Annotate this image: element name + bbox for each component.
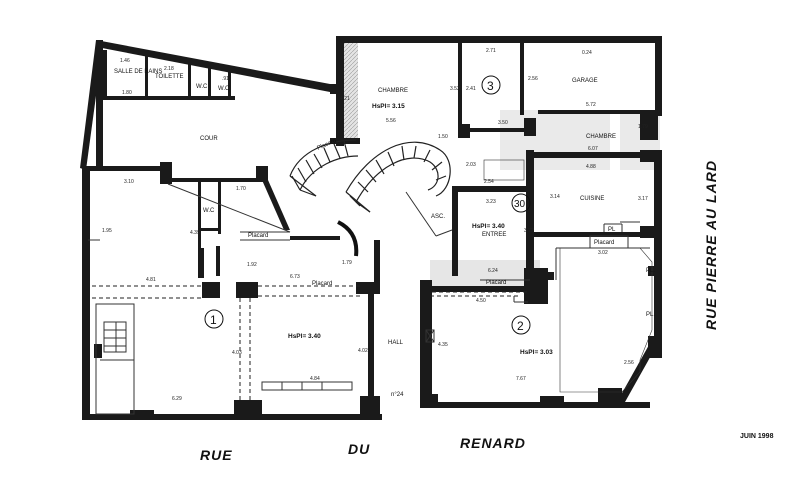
dim-34: 6.24 — [488, 268, 498, 274]
street-bottom-3: RENARD — [460, 435, 526, 451]
dim-17: 2.71 — [486, 48, 496, 54]
label-hall: HALL — [388, 340, 404, 346]
lot-numbers — [204, 75, 531, 335]
dim-22: 5.72 — [586, 102, 596, 108]
door-number: n°24 — [391, 392, 404, 398]
label-entree: ENTREE — [482, 232, 506, 238]
dim-38: 7.67 — [516, 376, 526, 382]
dim-41: 1.50 — [438, 134, 448, 140]
dim-29: 4.88 — [586, 164, 596, 170]
dim-36: 4.50 — [476, 298, 486, 304]
dim-11: 1.92 — [247, 262, 257, 268]
dim-24: 3.50 — [498, 120, 508, 126]
dim-15: 4.84 — [310, 376, 320, 382]
curved-wall — [337, 220, 359, 257]
lot-number-3: 3 — [487, 79, 494, 93]
label-placard-stairs: Placard — [316, 138, 337, 152]
label-pl-1: PL — [608, 227, 616, 233]
dim-30: 3.14 — [550, 194, 560, 200]
dim-37: 4.35 — [438, 342, 448, 348]
outer-walls — [80, 36, 662, 420]
dim-20: 2.56 — [528, 76, 538, 82]
street-bottom-1: RUE — [200, 447, 233, 463]
dim-25: 6.07 — [588, 146, 598, 152]
dim-19: 2.41 — [466, 86, 476, 92]
staircase-left — [289, 139, 359, 197]
lot-circle-2 — [511, 315, 531, 335]
dim-14: 6.29 — [172, 396, 182, 402]
plan-date: JUIN 1998 — [740, 433, 774, 440]
label-wc-3: W.C — [203, 208, 215, 214]
label-chambre-1: CHAMBRE — [378, 88, 408, 94]
dim-33: 3.72 — [524, 228, 534, 234]
label-garage: GARAGE — [572, 78, 598, 84]
beam-lines — [92, 285, 528, 400]
street-right: RUE PIERRE AU LARD — [703, 160, 719, 330]
label-pl-2: PL. — [646, 268, 655, 274]
dim-32: 3.23 — [486, 199, 496, 205]
lot-circle-1 — [204, 309, 224, 329]
staircase-center — [345, 141, 451, 213]
ceiling-heights: HsPl= 3.15 HsPl= 3.40 HsPl= 3.40 HsPl= 3… — [288, 103, 553, 356]
lot-circle-30 — [511, 193, 531, 213]
dim-9: 4.81 — [146, 277, 156, 283]
dim-8: 4.39 — [190, 230, 200, 236]
dimensions: 1.46 2.18 1.80 .91 3.10 1.70 1.95 4.39 4… — [102, 48, 648, 402]
label-chambre-2: CHAMBRE — [586, 134, 616, 140]
height-lot-2: HsPl= 3.03 — [520, 349, 553, 356]
dim-27: 2.03 — [466, 162, 476, 168]
label-placard-1: Placard — [248, 233, 268, 239]
dim-35: 3.02 — [598, 250, 608, 256]
dim-5: 3.10 — [124, 179, 134, 185]
label-placard-3: Placard — [486, 280, 506, 286]
dim-28: 2.54 — [484, 179, 494, 185]
lot-number-30: 30 — [514, 199, 526, 210]
thin-lines — [88, 159, 653, 415]
room-labels: SALLE DE BAINS TOILETTE W.C W.C W.C COUR… — [114, 69, 655, 346]
dim-40: 4.21 — [340, 96, 350, 102]
dim-3: 1.80 — [122, 90, 132, 96]
dim-13: 4.03 — [232, 350, 242, 356]
lot-number-text: 1 2 3 30 — [210, 79, 526, 333]
dim-21: 0.24 — [582, 50, 592, 56]
lot-number-1: 1 — [210, 313, 217, 327]
dim-2: 2.18 — [164, 66, 174, 72]
label-wc-2: W.C — [218, 86, 230, 92]
label-placard-2: Placard — [312, 281, 332, 287]
street-names: RUE DU RENARD RUE PIERRE AU LARD — [200, 160, 719, 463]
height-lot-1: HsPl= 3.40 — [288, 333, 321, 340]
interior-walls — [88, 36, 662, 418]
label-placard-4: Placard — [594, 240, 614, 246]
lot-number-2: 2 — [517, 319, 524, 333]
dim-6: 1.70 — [236, 186, 246, 192]
label-cour: COUR — [200, 136, 218, 142]
height-chambre: HsPl= 3.15 — [372, 103, 405, 110]
dim-12: 1.79 — [342, 260, 352, 266]
dim-10: 6.73 — [290, 274, 300, 280]
lot-circle-3 — [481, 75, 501, 95]
dim-31: 3.17 — [638, 196, 648, 202]
dim-23: 5.56 — [386, 118, 396, 124]
dim-1: 1.46 — [120, 58, 130, 64]
dim-16: 4.02 — [358, 348, 368, 354]
label-cuisine: CUISINE — [580, 196, 604, 202]
height-entree: HsPl= 3.40 — [472, 223, 505, 230]
dim-26: 1.79 — [638, 124, 648, 130]
label-salle-de-bains: SALLE DE BAINS — [114, 69, 162, 75]
label-pl-3: PL. — [646, 312, 655, 318]
dim-4: .91 — [222, 76, 229, 82]
street-bottom-2: DU — [348, 441, 370, 457]
label-toilette: TOILETTE — [155, 74, 184, 80]
dim-18: 3.52 — [450, 86, 460, 92]
label-asc: ASC. — [431, 214, 445, 220]
dim-39: 2.56 — [624, 360, 634, 366]
label-wc-1: W.C — [196, 84, 208, 90]
dim-7: 1.95 — [102, 228, 112, 234]
